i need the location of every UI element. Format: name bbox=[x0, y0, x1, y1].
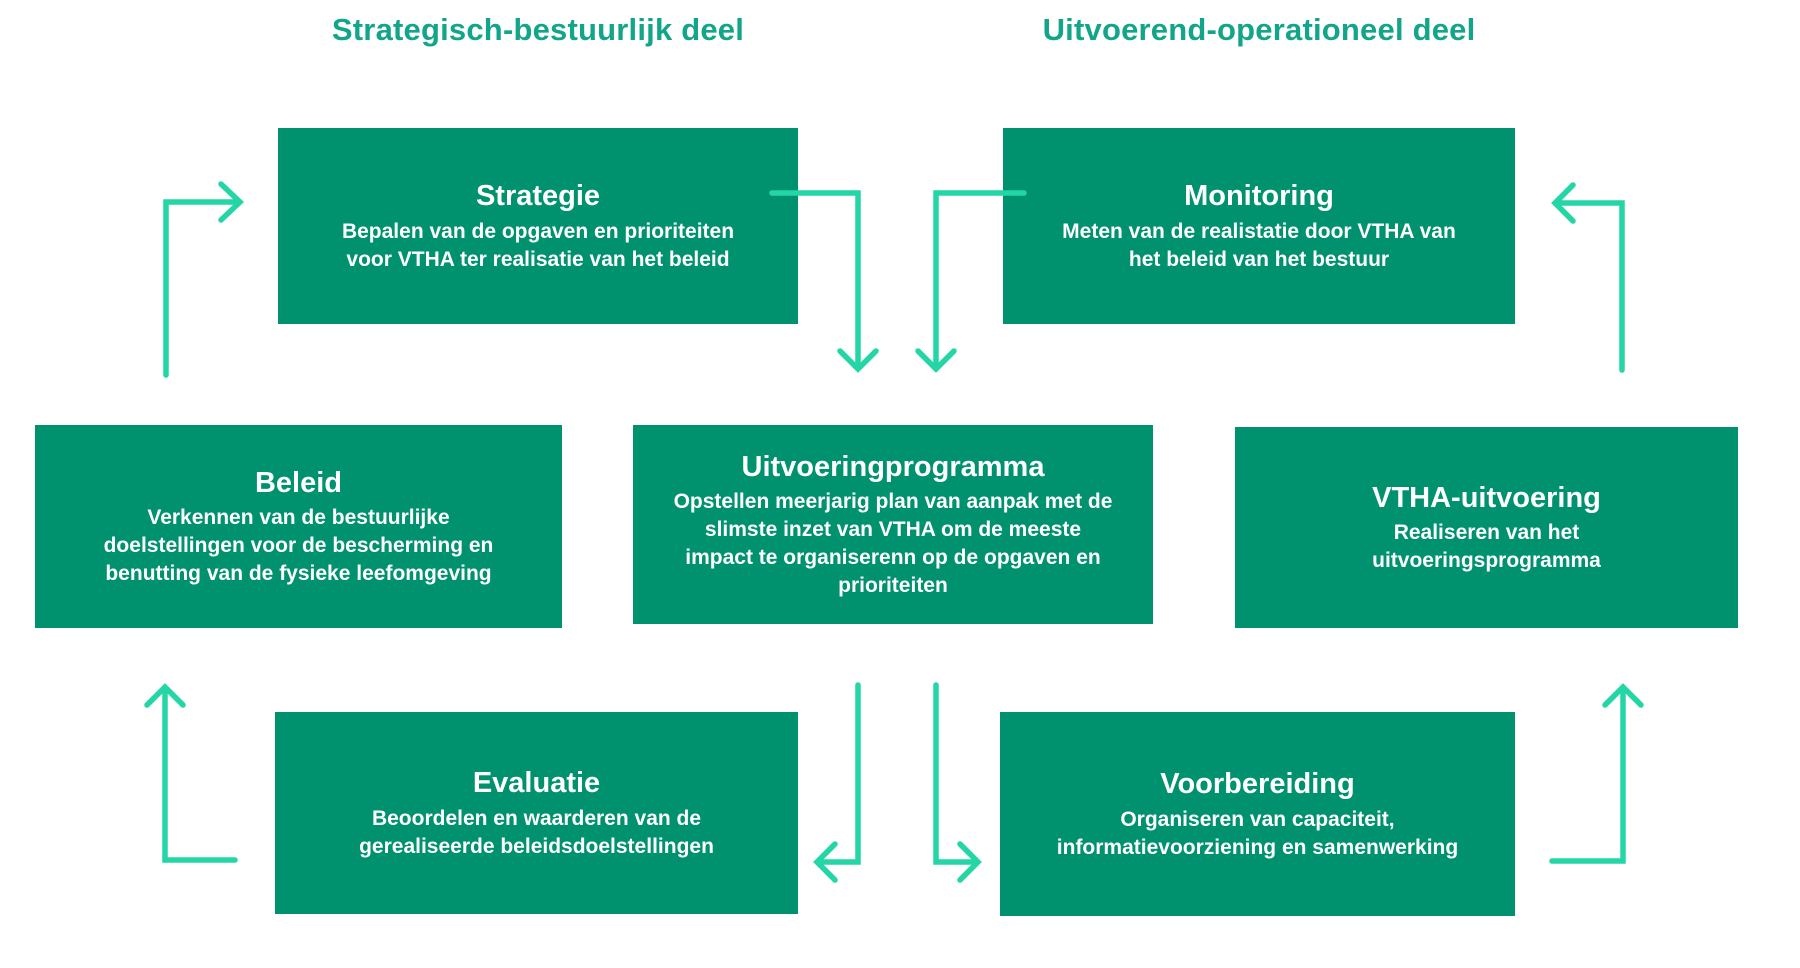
box-monitoring: Monitoring Meten van de realistatie door… bbox=[1003, 128, 1515, 324]
box-strategie-description: Bepalen van de opgaven en prioriteiten v… bbox=[341, 219, 735, 271]
arrow-evaluatie-to-beleid-icon bbox=[144, 683, 238, 863]
box-monitoring-title: Monitoring bbox=[1184, 180, 1334, 213]
arrow-beleid-to-strategie-icon bbox=[163, 181, 244, 378]
box-evaluatie-title: Evaluatie bbox=[472, 767, 601, 800]
arrow-uitvoeringprogramma-to-voorbereiding-icon bbox=[933, 682, 982, 883]
box-voorbereiding: Voorbereiding Organiseren van capaciteit… bbox=[1000, 712, 1515, 916]
box-vtha-uitvoering: VTHA-uitvoering Realiseren van het uitvo… bbox=[1235, 427, 1738, 628]
box-evaluatie-description: Beoordelen en waarderen van de gerealise… bbox=[359, 806, 714, 858]
arrow-vtha-uitvoering-to-monitoring-icon bbox=[1551, 182, 1625, 373]
box-vtha-uitvoering-description: Realiseren van het uitvoeringsprogramma bbox=[1372, 521, 1601, 573]
arrow-uitvoeringprogramma-to-evaluatie-icon bbox=[813, 682, 861, 883]
box-uitvoeringprogramma: Uitvoeringprogramma Opstellen meerjarig … bbox=[633, 425, 1153, 624]
box-beleid-description: Verkennen van de bestuurlijke doelstelli… bbox=[103, 506, 494, 586]
box-uitvoeringprogramma-title: Uitvoeringprogramma bbox=[741, 451, 1045, 484]
box-vtha-uitvoering-title: VTHA-uitvoering bbox=[1372, 481, 1601, 514]
box-voorbereiding-description: Organiseren van capaciteit, informatievo… bbox=[1056, 807, 1459, 859]
box-beleid-title: Beleid bbox=[254, 466, 343, 499]
box-uitvoeringprogramma-description: Opstellen meerjarig plan van aanpak met … bbox=[673, 490, 1113, 598]
column-header-strategisch-bestuurlijk: Strategisch-bestuurlijk deel bbox=[331, 12, 745, 47]
box-strategie: Strategie Bepalen van de opgaven en prio… bbox=[278, 128, 798, 324]
box-monitoring-description: Meten van de realistatie door VTHA van h… bbox=[1062, 219, 1456, 271]
column-header-uitvoerend-operationeel: Uitvoerend-operationeel deel bbox=[1042, 12, 1476, 47]
box-beleid: Beleid Verkennen van de bestuurlijke doe… bbox=[35, 425, 562, 628]
arrow-voorbereiding-to-vtha-uitvoering-icon bbox=[1549, 683, 1644, 864]
box-strategie-title: Strategie bbox=[475, 180, 601, 213]
box-voorbereiding-title: Voorbereiding bbox=[1160, 768, 1355, 801]
box-evaluatie: Evaluatie Beoordelen en waarderen van de… bbox=[275, 712, 798, 914]
